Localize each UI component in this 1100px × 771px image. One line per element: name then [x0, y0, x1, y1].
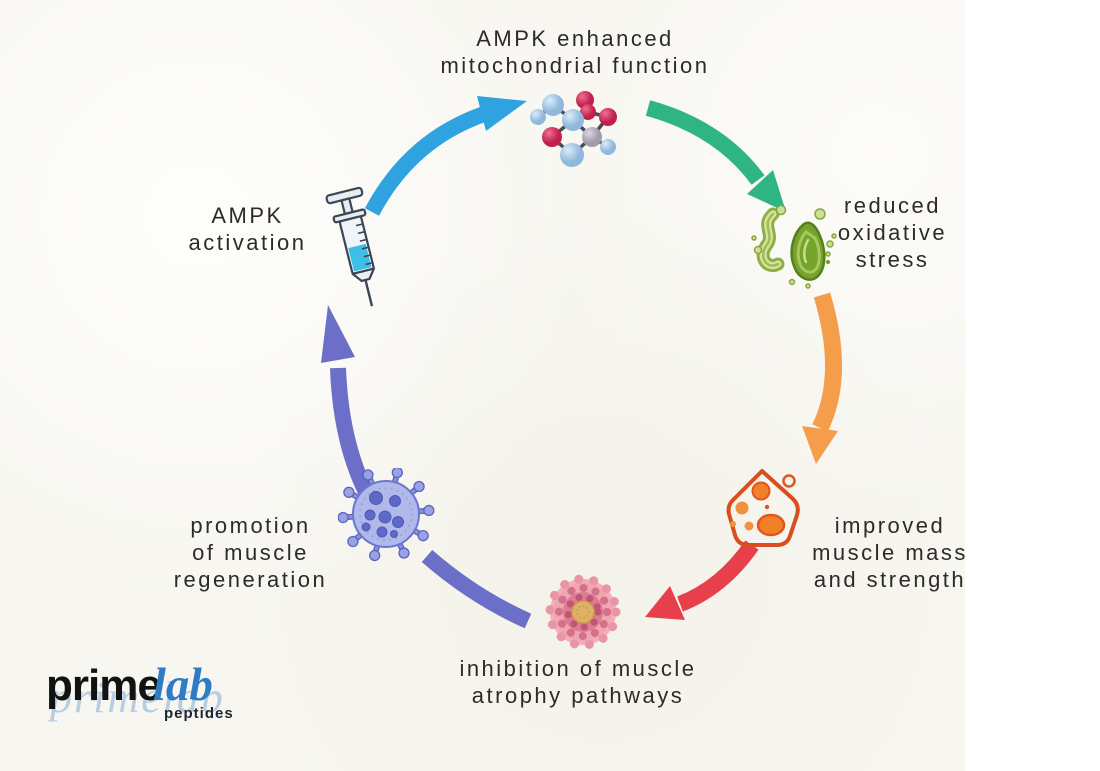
logo-watermark: primelab	[50, 673, 225, 722]
stem-cell-icon	[338, 468, 435, 562]
primelab-logo: primelab primelab peptides	[46, 658, 276, 738]
mitochondria-icon	[751, 204, 837, 289]
label-muscle-mass: improved muscle mass and strength	[812, 513, 968, 592]
syringe-icon	[325, 186, 376, 307]
label-mitochondrial-function: AMPK enhanced mitochondrial function	[440, 26, 710, 78]
arrow-musclemass-to-atrophy	[645, 540, 759, 620]
logo-peptides-text: peptides	[164, 705, 234, 722]
muscle-cell-icon	[545, 574, 621, 650]
fat-cell-icon	[726, 469, 800, 547]
label-ampk-activation: AMPK activation	[188, 203, 307, 255]
stem-cell-spikes	[338, 468, 435, 562]
label-atrophy-pathways: inhibition of muscle atrophy pathways	[459, 656, 697, 708]
molecule-icon	[530, 91, 617, 167]
arrow-atrophy-to-regeneration	[421, 549, 532, 629]
arrow-activation-to-mitochondrial	[364, 96, 527, 216]
logo-lab-text: lab	[152, 659, 213, 711]
label-oxidative-stress: reduced oxidative stress	[837, 193, 948, 272]
label-muscle-regeneration: promotion of muscle regeneration	[173, 513, 328, 592]
arrow-mitochondrial-to-oxidative	[645, 100, 786, 212]
arrow-oxidative-to-musclemass	[802, 292, 842, 464]
logo-prime-text: prime	[46, 661, 162, 710]
